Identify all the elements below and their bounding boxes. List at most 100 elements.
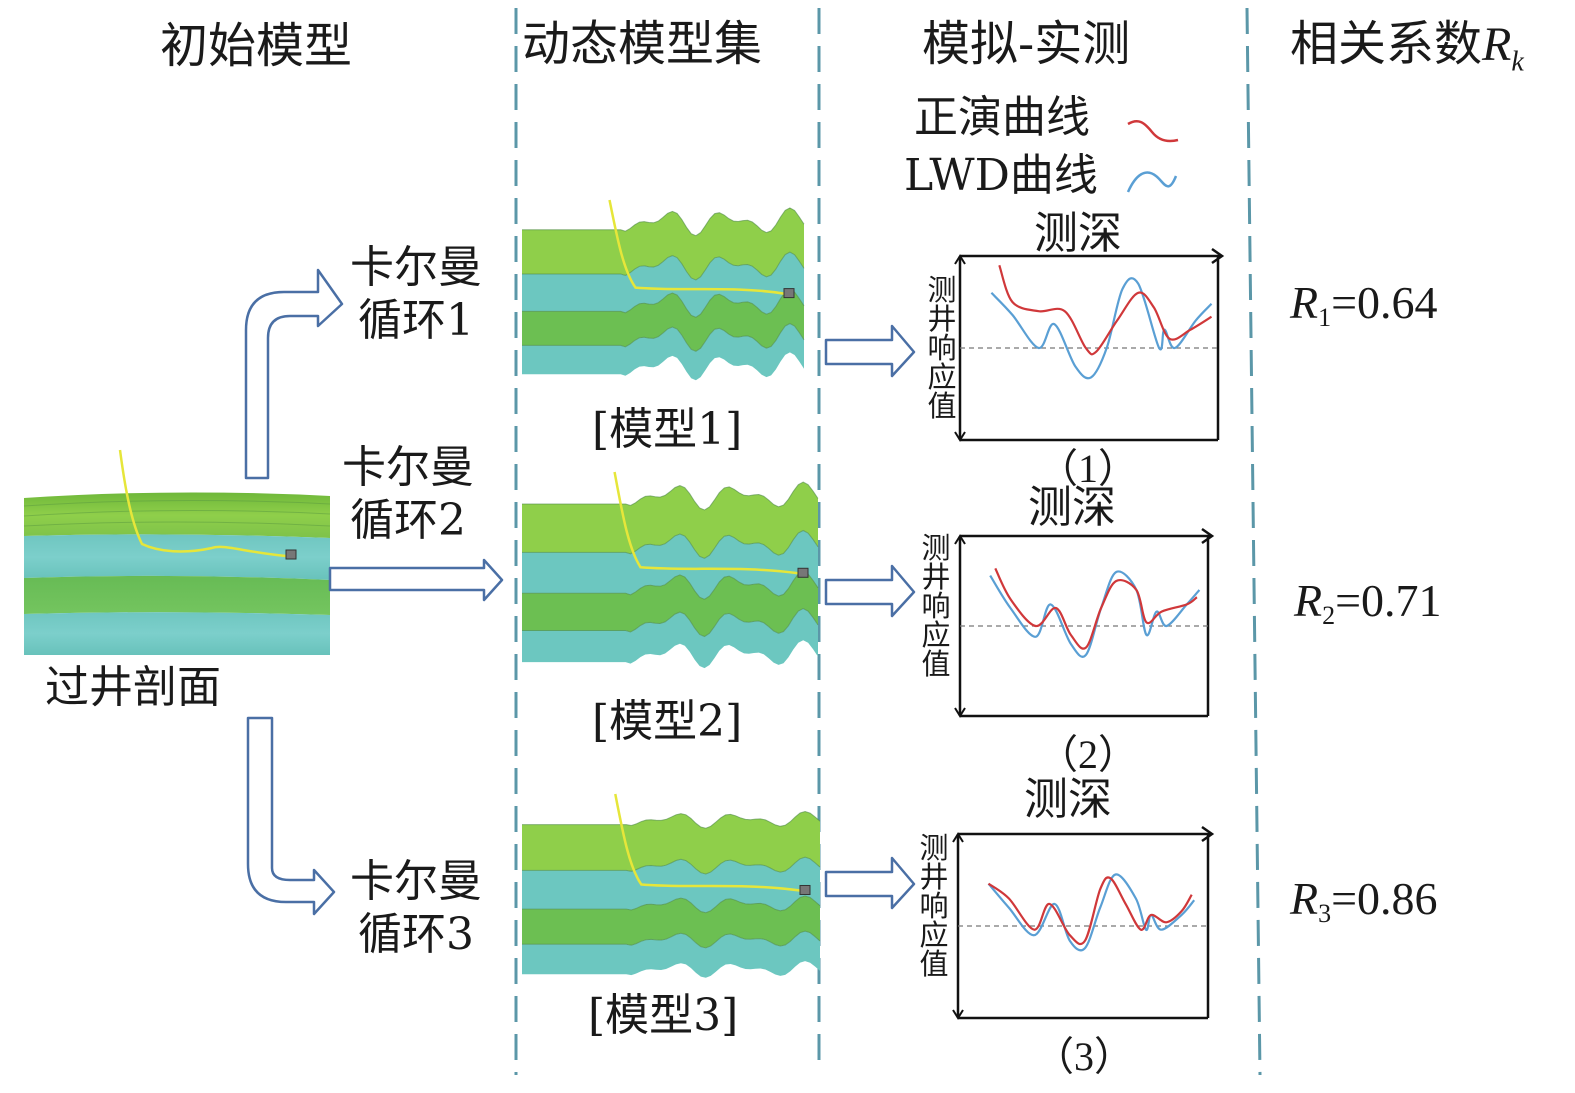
correlation-2: R2=0.71 [1294, 574, 1442, 631]
legend-lwd-swatch [1126, 171, 1178, 193]
kalman-loop-3: 卡尔曼 循环3 [350, 856, 482, 962]
x-axis-arrow-icon [1201, 527, 1215, 545]
lwd-curve [987, 873, 1196, 952]
layer-lower-teal [24, 612, 330, 655]
layer-boundary [522, 207, 805, 237]
layer-upper-teal [522, 252, 804, 318]
divider-3 [1245, 7, 1262, 1076]
layer-lower-green [24, 575, 330, 615]
legend-lwd-label: LWD曲线 [904, 150, 1098, 201]
correlation-2-sub: 2 [1322, 601, 1336, 630]
header-correlation-symbol: R [1482, 18, 1512, 71]
plot-2-y-axis-label: 测井响应值 [921, 531, 951, 681]
x-axis-arrow-icon [1211, 247, 1225, 265]
correlation-1-symbol: R [1290, 277, 1319, 328]
x-axis-arrow-icon [1201, 825, 1215, 843]
arrow-model3-to-plot3 [824, 856, 916, 910]
layer-boundary [522, 570, 819, 600]
plot-1-y-axis-label: 测井响应值 [927, 273, 957, 423]
plot-2-chart [954, 527, 1215, 718]
layer-lower-green [522, 289, 804, 352]
model-1-label: [模型1] [592, 404, 743, 455]
header-correlation: 相关系数Rk [1290, 20, 1524, 77]
plot-1-chart [954, 247, 1225, 442]
model-2-cross-section [522, 471, 819, 669]
header-sim-vs-measured: 模拟-实测 [922, 16, 1131, 72]
layer-upper-green [522, 482, 818, 559]
kalman-loop-2-line2: 循环2 [350, 494, 466, 546]
lwd-curve [990, 277, 1213, 380]
correlation-1: R1=0.64 [1290, 276, 1438, 333]
kalman-loop-1-line2: 循环1 [358, 294, 474, 346]
kalman-loop-2-line1: 卡尔曼 [342, 442, 474, 493]
layer-lower-teal [522, 608, 818, 669]
layer-boundary [522, 481, 819, 511]
layer-upper-green [522, 207, 804, 280]
header-dynamic-model-set: 动态模型集 [522, 16, 763, 72]
drill-bit-icon [799, 884, 811, 895]
layer-boundary [522, 608, 819, 638]
kalman-loop-1-line1: 卡尔曼 [350, 242, 482, 293]
lwd-curve [989, 570, 1201, 658]
layer-boundary [522, 810, 821, 829]
forward-curve [987, 876, 1193, 946]
correlation-3-value: =0.86 [1331, 873, 1438, 924]
correlation-3-symbol: R [1290, 873, 1319, 924]
layer-upper-green [24, 492, 330, 538]
drill-bit-icon [797, 567, 809, 578]
layer-lower-green [522, 571, 818, 637]
drill-bit-icon [285, 549, 297, 560]
well-path [608, 199, 785, 295]
model-2-label: [模型2] [592, 696, 743, 747]
layer-upper-teal [24, 534, 330, 580]
forward-curve [994, 567, 1198, 650]
layer-boundary [522, 529, 819, 559]
header-initial-model: 初始模型 [160, 18, 353, 74]
well-path [614, 793, 801, 892]
drill-bit-icon [783, 288, 795, 299]
layer-upper-teal [522, 530, 818, 600]
legend-forward-label: 正演曲线 [914, 92, 1090, 143]
initial-cross-section [23, 449, 331, 655]
header-correlation-text: 相关系数 [1290, 16, 1483, 72]
plot-3-caption: （3） [1034, 1034, 1134, 1079]
plot-3-y-axis-label: 测井响应值 [919, 831, 949, 981]
arrow-to-loop-3 [246, 716, 336, 916]
plot-2-x-axis-label: 测深 [1028, 482, 1116, 533]
plot-1-x-axis-label: 测深 [1034, 208, 1122, 259]
kalman-loop-1: 卡尔曼 循环1 [350, 242, 482, 348]
correlation-2-value: =0.71 [1335, 575, 1442, 626]
layer-boundary [522, 251, 805, 281]
plot-1-caption: （1） [1038, 446, 1138, 491]
model-3-label: [模型3] [588, 990, 739, 1041]
arrow-to-loop-2 [328, 558, 504, 602]
initial-section-label: 过井剖面 [45, 662, 221, 713]
kalman-loop-3-line2: 循环3 [358, 908, 474, 960]
arrow-model2-to-plot2 [824, 564, 916, 618]
layer-lower-teal [522, 323, 804, 381]
layer-boundary [522, 930, 821, 949]
kalman-loop-2: 卡尔曼 循环2 [342, 442, 474, 548]
well-path [118, 449, 287, 558]
arrow-to-loop-1 [244, 268, 344, 480]
layer-boundary [522, 895, 821, 914]
plot-3-x-axis-label: 测深 [1024, 774, 1112, 825]
layer-lower-teal [522, 931, 820, 978]
model-1-cross-section [522, 199, 805, 381]
layer-boundary [522, 322, 805, 352]
kalman-loop-3-line1: 卡尔曼 [350, 856, 482, 907]
correlation-3: R3=0.86 [1290, 872, 1438, 929]
model-3-cross-section [522, 793, 821, 978]
correlation-2-symbol: R [1294, 575, 1323, 626]
header-correlation-subscript: k [1511, 46, 1524, 78]
plot-2-caption: （2） [1038, 732, 1138, 777]
forward-curve [998, 264, 1213, 356]
correlation-3-sub: 3 [1318, 899, 1332, 928]
layer-boundary [522, 288, 805, 318]
legend-forward-swatch [1127, 120, 1179, 143]
plot-3-chart [952, 825, 1215, 1020]
layer-lower-green [522, 896, 820, 948]
layer-upper-green [522, 811, 820, 874]
correlation-1-sub: 1 [1318, 303, 1332, 332]
